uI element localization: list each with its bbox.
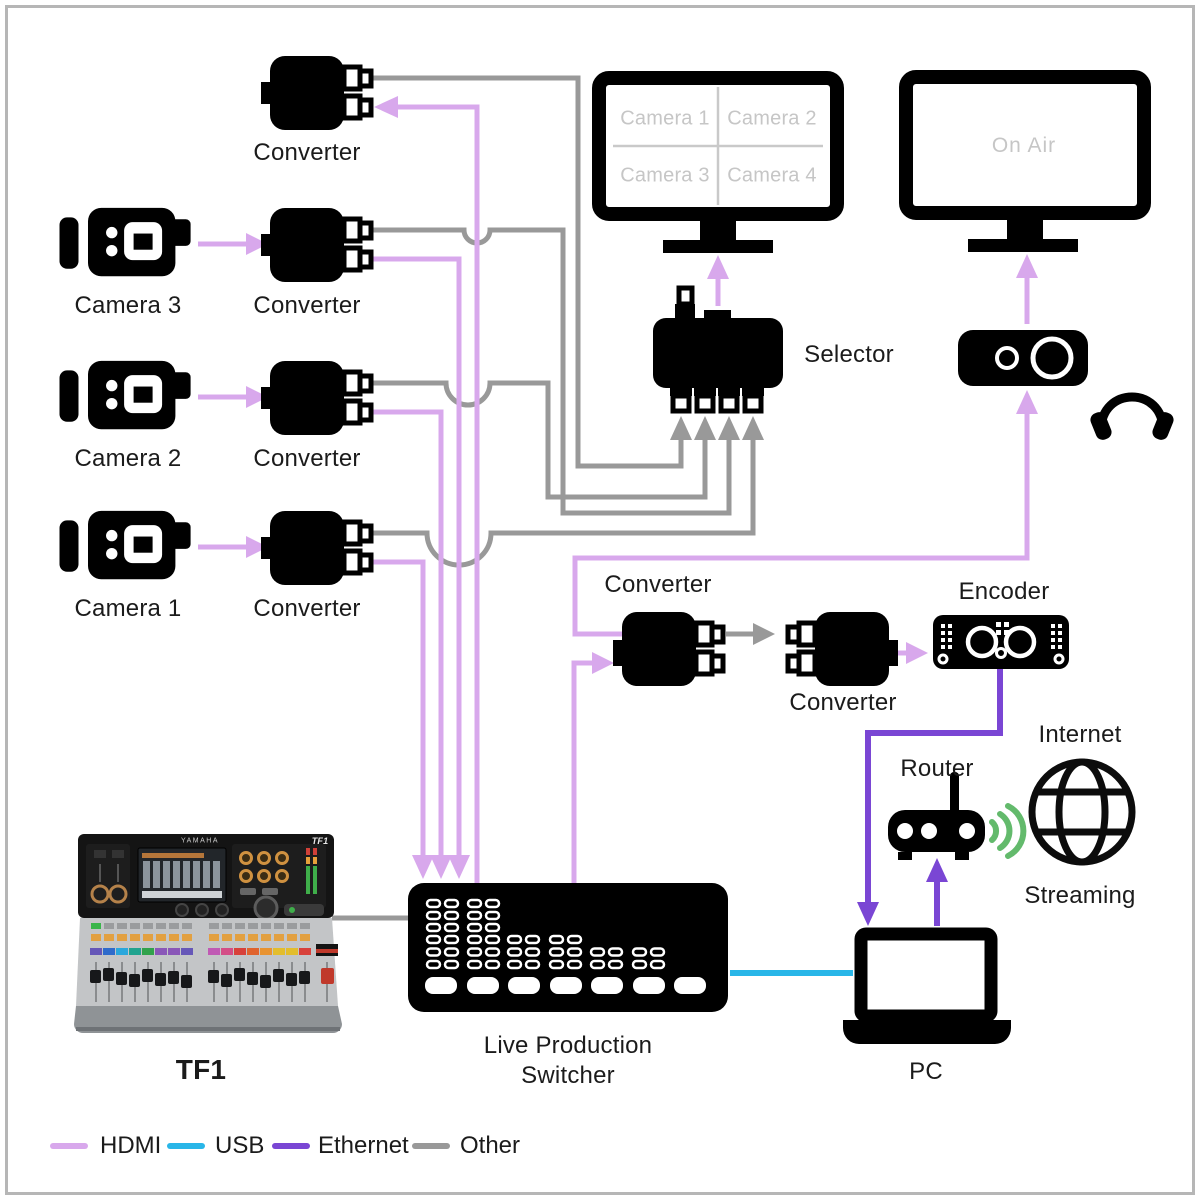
converter-cam3-label: Converter [253,292,361,319]
mixer-label: TF1 [175,1054,227,1085]
camera3-icon [59,207,191,277]
encoder-icon [933,615,1069,669]
pc-icon [843,927,1011,1044]
mixer-model-print: TF1 [311,836,329,846]
multiview-monitor-icon [592,71,844,253]
tf1-mixer-icon [74,834,342,1033]
legend-swatch-hdmi [50,1143,88,1149]
wire-other-conv3-to-selector3 [370,227,732,516]
selector-icon [653,285,783,414]
camera2-label: Camera 2 [74,445,182,472]
switcher-icon [408,883,728,1012]
onair-monitor-icon [899,70,1151,252]
wire-other-returnconv-to-selector1 [370,75,684,469]
mixer-brand-print: YAMAHA [180,837,220,845]
wire-eth-encoder-to-pc [865,666,1003,902]
multiview-quadrant-4: Camera 4 [727,164,817,187]
wire-hdmi-switcher-to-convout [571,660,592,883]
converter-cam2-label: Converter [253,445,361,472]
converter-cam3-icon [261,208,374,282]
pc-label: PC [909,1058,943,1085]
multiview-quadrant-1: Camera 1 [620,107,710,130]
wire-hdmi-conv1-to-switcher [370,559,426,855]
legend-label-hdmi: HDMI [100,1132,162,1159]
wire-other-conv2-to-selector2 [370,380,708,500]
wire-hdmi-convout-to-audio [572,414,1030,637]
streaming-label: Streaming [1024,882,1136,909]
router-icon [888,772,985,860]
onair-screen-text: On Air [991,134,1057,157]
converter-cam2-icon [261,361,374,435]
legend-swatch-other [412,1143,450,1149]
ethernet-arrowheads [857,858,948,926]
wifi-icon [989,803,1027,859]
converter-out-label: Converter [604,571,712,598]
hdmi-arrowheads [246,96,1038,879]
switcher-button-grid [425,898,666,970]
wire-hdmi-conv2-to-switcher [370,409,444,855]
switcher-label-line2: Switcher [521,1062,615,1089]
wire-hdmi-switcher-to-returnconv [398,104,480,883]
legend-label-ethernet: Ethernet [318,1132,409,1159]
converter-cam1-icon [261,511,374,585]
legend-label-usb: USB [215,1132,265,1159]
legend-swatch-usb [167,1143,205,1149]
legend-label-other: Other [460,1132,521,1159]
selector-label: Selector [804,341,894,368]
other-arrowheads [670,416,775,645]
encoder-label: Encoder [958,578,1050,605]
multiview-quadrant-2: Camera 2 [727,107,817,130]
camera1-icon [59,510,191,580]
switcher-fader-buttons [425,977,706,994]
headphones-icon [1090,392,1174,440]
converter-cam1-label: Converter [253,595,361,622]
camera1-label: Camera 1 [74,595,182,622]
converter-in-label: Converter [789,689,897,716]
audio-interface-icon [958,330,1088,386]
multiview-quadrant-3: Camera 3 [620,164,710,187]
camera2-icon [59,360,191,430]
router-label: Router [900,755,974,782]
internet-globe-icon [1028,758,1136,866]
internet-label: Internet [1038,721,1122,748]
converter-out-icon [613,612,726,686]
switcher-label-line1: Live Production [483,1032,653,1059]
converter-return-icon [261,56,374,130]
camera3-label: Camera 3 [74,292,182,319]
wire-hdmi-conv3-to-switcher [370,256,462,855]
legend-swatch-ethernet [272,1143,310,1149]
converter-in-icon [785,612,898,686]
converter-return-label: Converter [253,139,361,166]
